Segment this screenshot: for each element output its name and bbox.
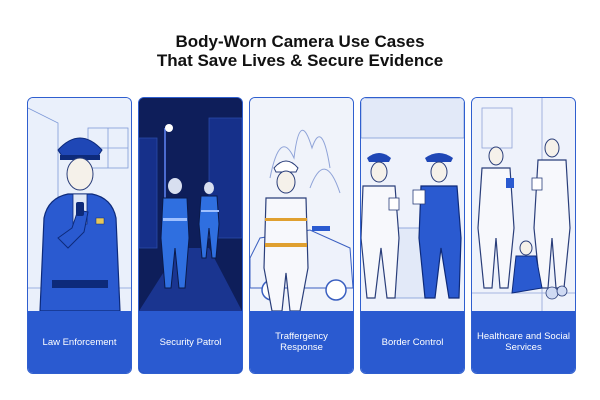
panel-label-bar: Healthcare and Social Services (472, 311, 575, 373)
panel-label: Border Control (381, 336, 444, 348)
panel-security-patrol: Security Patrol (138, 97, 243, 374)
title-line-2: That Save Lives & Secure Evidence (156, 51, 444, 70)
panel-law-enforcement: Law Enforcement (27, 97, 132, 374)
healthcare-workers-illustration (472, 98, 575, 311)
panel-label-bar: Security Patrol (139, 311, 242, 373)
panel-label: Law Enforcement (42, 336, 117, 348)
panel-border-control: Border Control (360, 97, 465, 374)
panel-label: Healthcare and Social Services (477, 331, 570, 353)
panel-label: Security Patrol (159, 336, 222, 348)
page-title: Body-Worn Camera Use Cases That Save Liv… (0, 32, 600, 70)
panel-label-bar: Traffergency Response (250, 311, 353, 373)
panel-emergency-response: Traffergency Response (249, 97, 354, 374)
panel-label-bar: Law Enforcement (28, 311, 131, 373)
firefighter-illustration (250, 98, 353, 312)
panel-healthcare-social: Healthcare and Social Services (471, 97, 576, 374)
panel-label: Traffergency Response (275, 331, 328, 353)
night-patrol-illustration (139, 98, 242, 311)
border-officers-illustration (361, 98, 464, 311)
use-case-panels: Law Enforcement Security Patrol (27, 97, 576, 374)
panel-label-bar: Border Control (361, 311, 464, 373)
title-line-1: Body-Worn Camera Use Cases (175, 32, 425, 51)
police-officer-illustration (28, 98, 131, 312)
